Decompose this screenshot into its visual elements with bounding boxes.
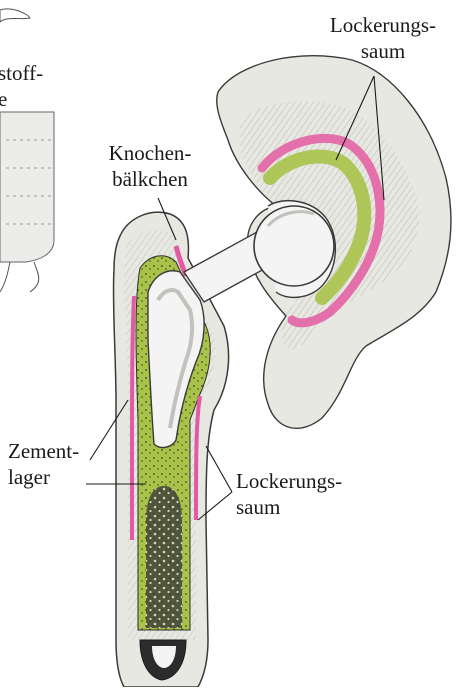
partial-label: stoff- e bbox=[0, 60, 43, 112]
label-knochenbalkchen: Knochen- bälkchen bbox=[92, 140, 208, 192]
leader-lockerungssaum-bottom-a bbox=[206, 446, 232, 492]
label-lockerungssaum-top: Lockerungs- saum bbox=[312, 12, 454, 64]
label-zementlager: Zement- lager bbox=[8, 438, 79, 490]
partial-neighbor-figure bbox=[0, 9, 54, 292]
label-lockerungssaum-bottom: Lockerungs- saum bbox=[236, 468, 342, 520]
